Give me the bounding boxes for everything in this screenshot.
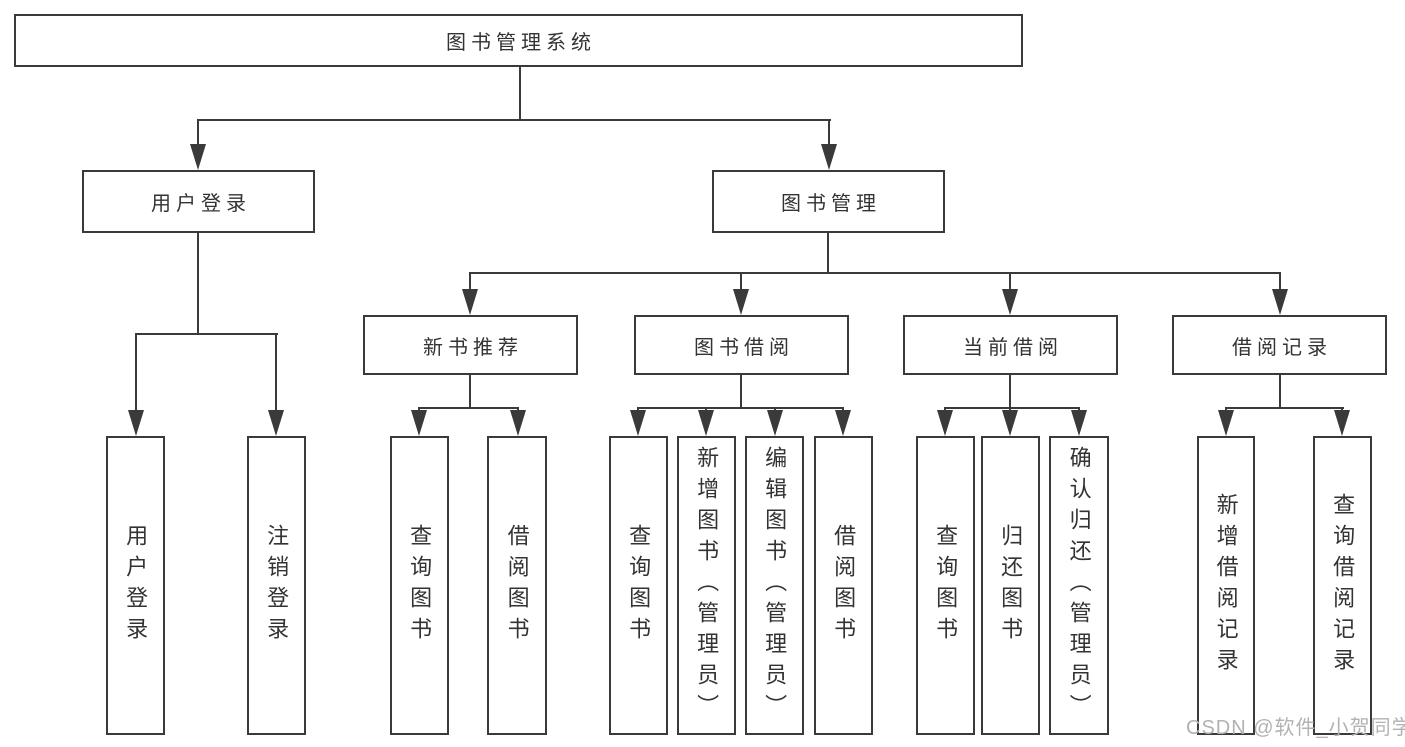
connector-arrowhead — [411, 410, 427, 436]
leaf-add-borrow-record-label: 新增借阅记录 — [1213, 492, 1239, 679]
connector-arrowhead — [462, 289, 478, 315]
leaf-add-borrow-record: 新增借阅记录 — [1197, 436, 1255, 735]
connector-arrowhead — [698, 410, 714, 436]
leaf-edit-book-admin: 编辑图书（管理员） — [745, 436, 804, 735]
connector-line — [1009, 272, 1011, 292]
leaf-confirm-return-admin: 确认归还（管理员） — [1049, 436, 1109, 735]
connector-user-login-branch — [135, 333, 278, 335]
connector-group-stem — [1009, 375, 1011, 409]
connector-arrowhead — [767, 410, 783, 436]
leaf-borrow-books-label: 借阅图书 — [831, 523, 857, 648]
connector-level2-branch — [197, 119, 831, 121]
connector-level3-branch — [469, 272, 1281, 274]
connector-arrowhead — [1334, 410, 1350, 436]
leaf-query-books: 查询图书 — [916, 436, 975, 735]
connector-group-branch — [418, 407, 519, 409]
node-book-borrow: 图书借阅 — [634, 315, 849, 375]
leaf-query-books: 查询图书 — [609, 436, 668, 735]
connector-line — [469, 272, 471, 292]
connector-arrowhead — [937, 410, 953, 436]
connector-arrowhead — [190, 144, 206, 170]
leaf-return-books-label: 归还图书 — [998, 523, 1024, 648]
connector-arrowhead — [1071, 410, 1087, 436]
leaf-logout-label: 注销登录 — [264, 523, 290, 648]
connector-line — [275, 333, 277, 412]
connector-book-mgmt-stem — [827, 233, 829, 274]
node-user-login: 用户登录 — [82, 170, 315, 233]
connector-arrowhead — [733, 289, 749, 315]
connector-group-branch — [1225, 407, 1344, 409]
connector-line — [740, 272, 742, 292]
node-user-login-label: 用户登录 — [151, 193, 251, 215]
node-new-book-recommend-label: 新书推荐 — [423, 336, 523, 359]
connector-group-stem — [740, 375, 742, 409]
leaf-borrow-books-label: 借阅图书 — [504, 523, 530, 648]
connector-root-stem — [519, 67, 521, 121]
leaf-user-login: 用户登录 — [106, 436, 165, 735]
leaf-query-books: 查询图书 — [390, 436, 449, 735]
node-current-borrow-label: 当前借阅 — [963, 336, 1063, 359]
connector-group-branch — [944, 407, 1080, 409]
leaf-confirm-return-admin-label: 确认归还（管理员） — [1066, 446, 1092, 725]
connector-group-stem — [469, 375, 471, 409]
leaf-query-books-label: 查询图书 — [626, 523, 652, 648]
node-current-borrow: 当前借阅 — [903, 315, 1118, 375]
leaf-user-login-label: 用户登录 — [123, 523, 149, 648]
node-book-borrow-label: 图书借阅 — [694, 336, 794, 359]
node-book-management: 图书管理 — [712, 170, 945, 233]
connector-arrowhead — [1002, 289, 1018, 315]
leaf-query-borrow-record: 查询借阅记录 — [1313, 436, 1372, 735]
leaf-return-books: 归还图书 — [981, 436, 1040, 735]
connector-user-login-stem — [197, 233, 199, 335]
connector-line — [1279, 272, 1281, 292]
leaf-query-borrow-record-label: 查询借阅记录 — [1330, 492, 1356, 679]
node-book-management-label: 图书管理 — [781, 193, 881, 215]
connector-arrowhead — [1218, 410, 1234, 436]
connector-arrowhead — [1002, 410, 1018, 436]
node-new-book-recommend: 新书推荐 — [363, 315, 578, 375]
connector-line — [197, 119, 199, 148]
leaf-borrow-books: 借阅图书 — [814, 436, 873, 735]
connector-arrowhead — [630, 410, 646, 436]
connector-line — [135, 333, 137, 412]
connector-line — [828, 119, 830, 148]
node-borrow-records-label: 借阅记录 — [1232, 336, 1332, 359]
node-root: 图书管理系统 — [14, 14, 1023, 67]
leaf-edit-book-admin-label: 编辑图书（管理员） — [762, 446, 788, 725]
leaf-query-books-label: 查询图书 — [407, 523, 433, 648]
leaf-borrow-books: 借阅图书 — [487, 436, 547, 735]
node-borrow-records: 借阅记录 — [1172, 315, 1387, 375]
connector-arrowhead — [1272, 289, 1288, 315]
node-root-label: 图书管理系统 — [446, 32, 596, 54]
connector-arrowhead — [510, 410, 526, 436]
connector-arrowhead — [821, 144, 837, 170]
csdn-watermark: CSDN @软件_小贺同学 — [1186, 717, 1405, 739]
connector-group-stem — [1279, 375, 1281, 409]
connector-arrowhead — [128, 410, 144, 436]
connector-arrowhead — [268, 410, 284, 436]
connector-arrowhead — [835, 410, 851, 436]
leaf-logout: 注销登录 — [247, 436, 306, 735]
leaf-add-book-admin: 新增图书（管理员） — [677, 436, 736, 735]
connector-group-branch — [637, 407, 844, 409]
leaf-query-books-label: 查询图书 — [933, 523, 959, 648]
leaf-add-book-admin-label: 新增图书（管理员） — [694, 446, 720, 725]
